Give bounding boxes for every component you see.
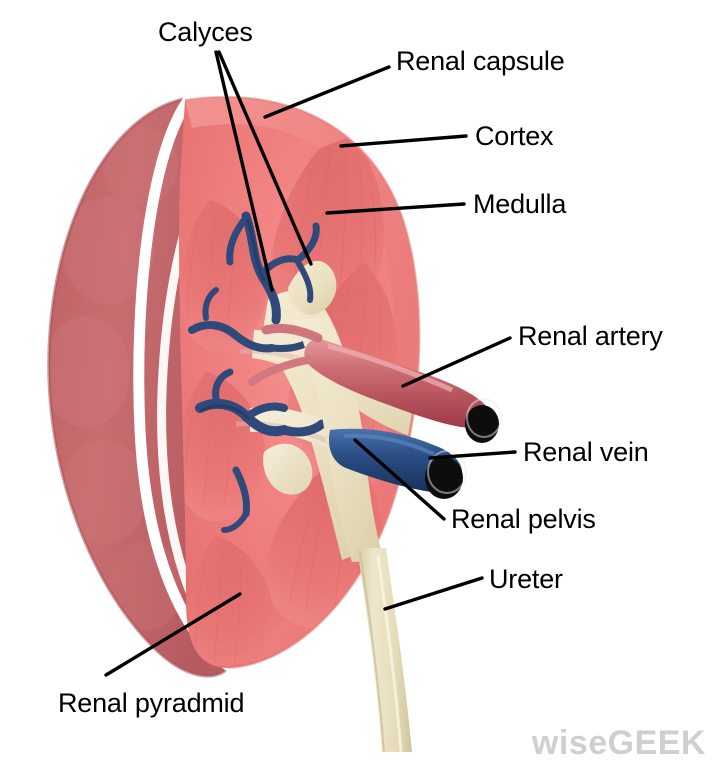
wisegeek-watermark: wiseGEEK <box>531 724 706 762</box>
leader-line-medulla <box>325 202 466 215</box>
ureter-tube <box>357 548 412 753</box>
label-renal-pelvis: Renal pelvis <box>451 504 596 534</box>
leader-line-renal-capsule <box>263 65 391 119</box>
label-renal-vein: Renal vein <box>523 437 649 467</box>
calyx-vessels-dark <box>200 218 266 420</box>
leader-line-cortex <box>339 134 468 148</box>
label-renal-capsule: Renal capsule <box>396 46 565 76</box>
leader-line-calyces-b <box>217 50 313 266</box>
leader-line-renal-vein <box>428 450 517 460</box>
renal-artery-vessel <box>248 323 502 443</box>
label-ureter: Ureter <box>489 564 563 594</box>
leader-line-renal-pelvis <box>353 438 446 521</box>
label-calyces: Calyces <box>158 17 253 47</box>
leader-line-renal-pyramid <box>104 592 242 677</box>
label-cortex: Cortex <box>475 121 554 151</box>
leader-line-ureter <box>383 576 484 611</box>
leader-lines <box>104 50 517 677</box>
label-renal-artery: Renal artery <box>518 321 663 351</box>
leader-line-calyces-a <box>214 50 274 292</box>
label-renal-pyramid: Renal pyradmid <box>58 688 245 718</box>
leader-line-renal-artery <box>401 336 512 388</box>
label-medulla: Medulla <box>473 189 567 219</box>
